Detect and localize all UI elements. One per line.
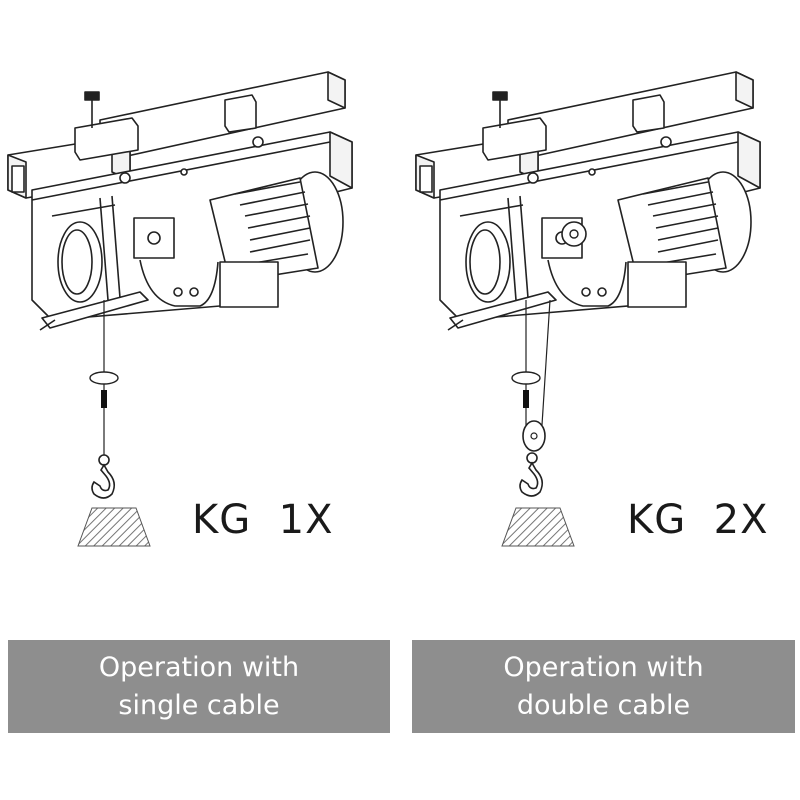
caption-double-cable: Operation with double cable bbox=[412, 640, 795, 733]
caption-line-2: double cable bbox=[516, 689, 691, 721]
caption-single-cable: Operation with single cable bbox=[8, 640, 390, 733]
hook bbox=[519, 452, 544, 497]
model-label-kg-1x: KG 1X bbox=[192, 497, 334, 543]
caption-line-1: Operation with bbox=[98, 651, 300, 683]
limit-washer bbox=[90, 372, 118, 384]
hook bbox=[91, 454, 116, 499]
model-label-kg-2x: KG 2X bbox=[627, 497, 769, 543]
load-weight bbox=[501, 507, 575, 547]
hoist-double-cable bbox=[415, 71, 761, 547]
caption-line-1: Operation with bbox=[503, 651, 704, 683]
limit-washer bbox=[512, 372, 540, 384]
cable-stopper bbox=[101, 390, 107, 408]
load-weight bbox=[77, 507, 151, 547]
cable-stopper bbox=[523, 390, 529, 408]
caption-line-2: single cable bbox=[118, 689, 280, 721]
cable-right bbox=[542, 300, 550, 425]
hoist-single-cable bbox=[7, 71, 353, 547]
